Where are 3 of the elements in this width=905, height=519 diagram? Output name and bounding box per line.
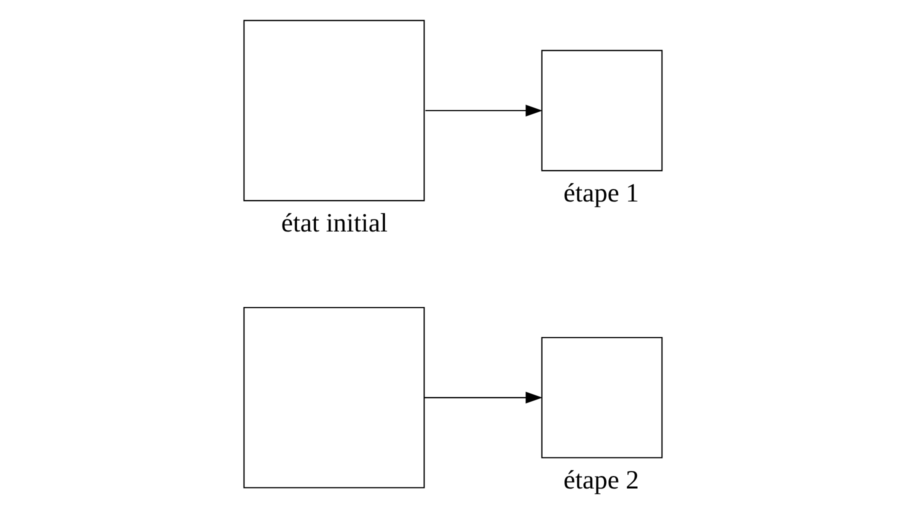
node-label: état initial xyxy=(280,207,388,238)
node-label: étape 2 xyxy=(563,464,639,494)
node-label: étape 1 xyxy=(563,177,639,208)
